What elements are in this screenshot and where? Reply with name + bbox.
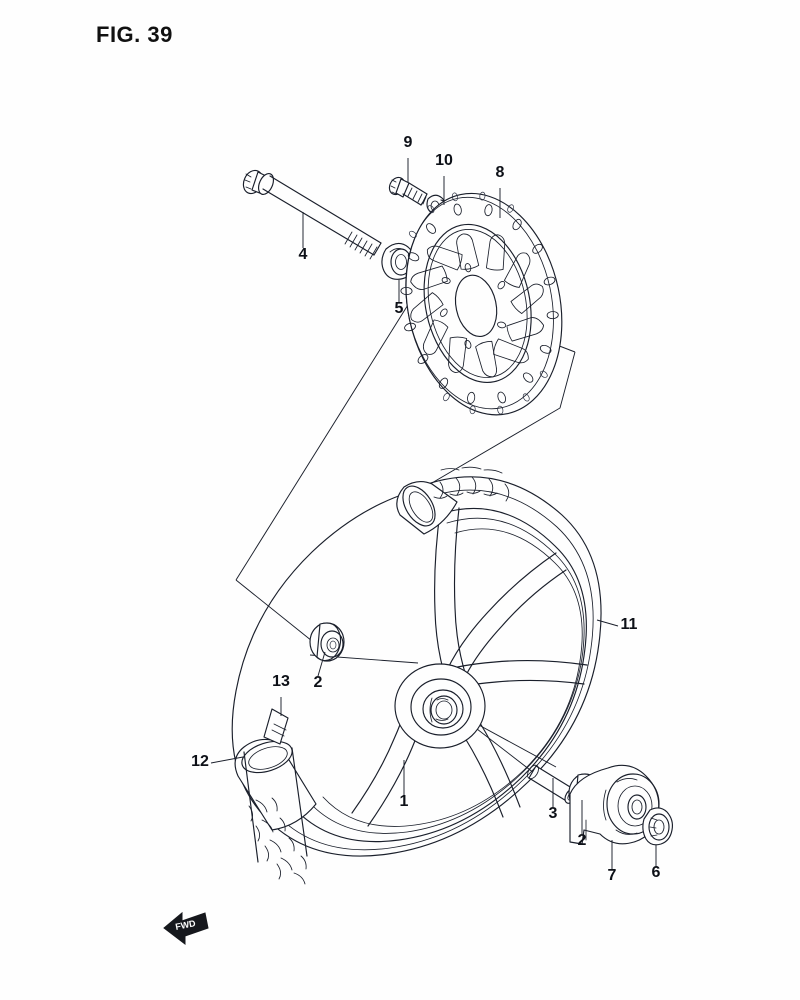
callout-number-13: 13 xyxy=(272,673,290,690)
callout-axle-spacer: 3 xyxy=(549,778,558,822)
front-wheel xyxy=(231,476,602,857)
callout-disc-mounting-bolt: 9 xyxy=(404,134,413,182)
callout-front-axle: 4 xyxy=(299,212,308,263)
callout-wheel-bearing-right: 2 xyxy=(578,800,587,849)
callout-brake-hose-clamp: 10 xyxy=(435,152,453,205)
callout-brake-disc: 8 xyxy=(496,164,505,218)
callout-leader-12 xyxy=(210,756,244,764)
callout-tire-valve: 13 xyxy=(272,673,290,716)
speedometer-gear-box xyxy=(569,764,660,845)
callout-leader-2a xyxy=(317,651,326,677)
front-axle xyxy=(242,169,382,260)
callout-number-7: 7 xyxy=(608,867,617,884)
wheel-bearing-left xyxy=(309,622,345,662)
callout-leader-11 xyxy=(596,619,619,627)
brake-disc xyxy=(400,191,563,416)
callout-number-6: 6 xyxy=(652,864,661,881)
callout-number-2b: 2 xyxy=(578,832,587,849)
front-tire xyxy=(234,466,510,885)
figure-title: FIG. 39 xyxy=(96,22,173,47)
callout-axle-collar-nut: 5 xyxy=(395,280,404,317)
tire-valve xyxy=(263,708,289,745)
callout-number-12: 12 xyxy=(191,753,209,770)
disc-mounting-bolt xyxy=(388,176,428,206)
callout-front-wheel: 1 xyxy=(400,760,409,810)
callout-number-3: 3 xyxy=(549,805,558,822)
callout-number-5: 5 xyxy=(395,300,404,317)
callout-number-11: 11 xyxy=(621,616,638,633)
callout-number-9: 9 xyxy=(404,134,413,151)
callout-number-10: 10 xyxy=(435,152,453,169)
callout-number-8: 8 xyxy=(496,164,505,181)
axle-nut xyxy=(642,807,674,846)
callout-speedometer-gear-box: 7 xyxy=(608,840,617,884)
callout-number-4: 4 xyxy=(299,246,308,263)
callout-wheel-bearing-left: 2 xyxy=(314,651,326,691)
callout-wheel-rim: 11 xyxy=(596,616,638,633)
callout-number-1: 1 xyxy=(400,793,409,810)
callout-axle-nut: 6 xyxy=(652,845,661,881)
fwd-arrow-label: FWD xyxy=(174,918,197,932)
fwd-arrow: FWD xyxy=(163,911,209,946)
callout-number-2a: 2 xyxy=(314,674,323,691)
callout-front-tire: 12 xyxy=(191,753,244,770)
